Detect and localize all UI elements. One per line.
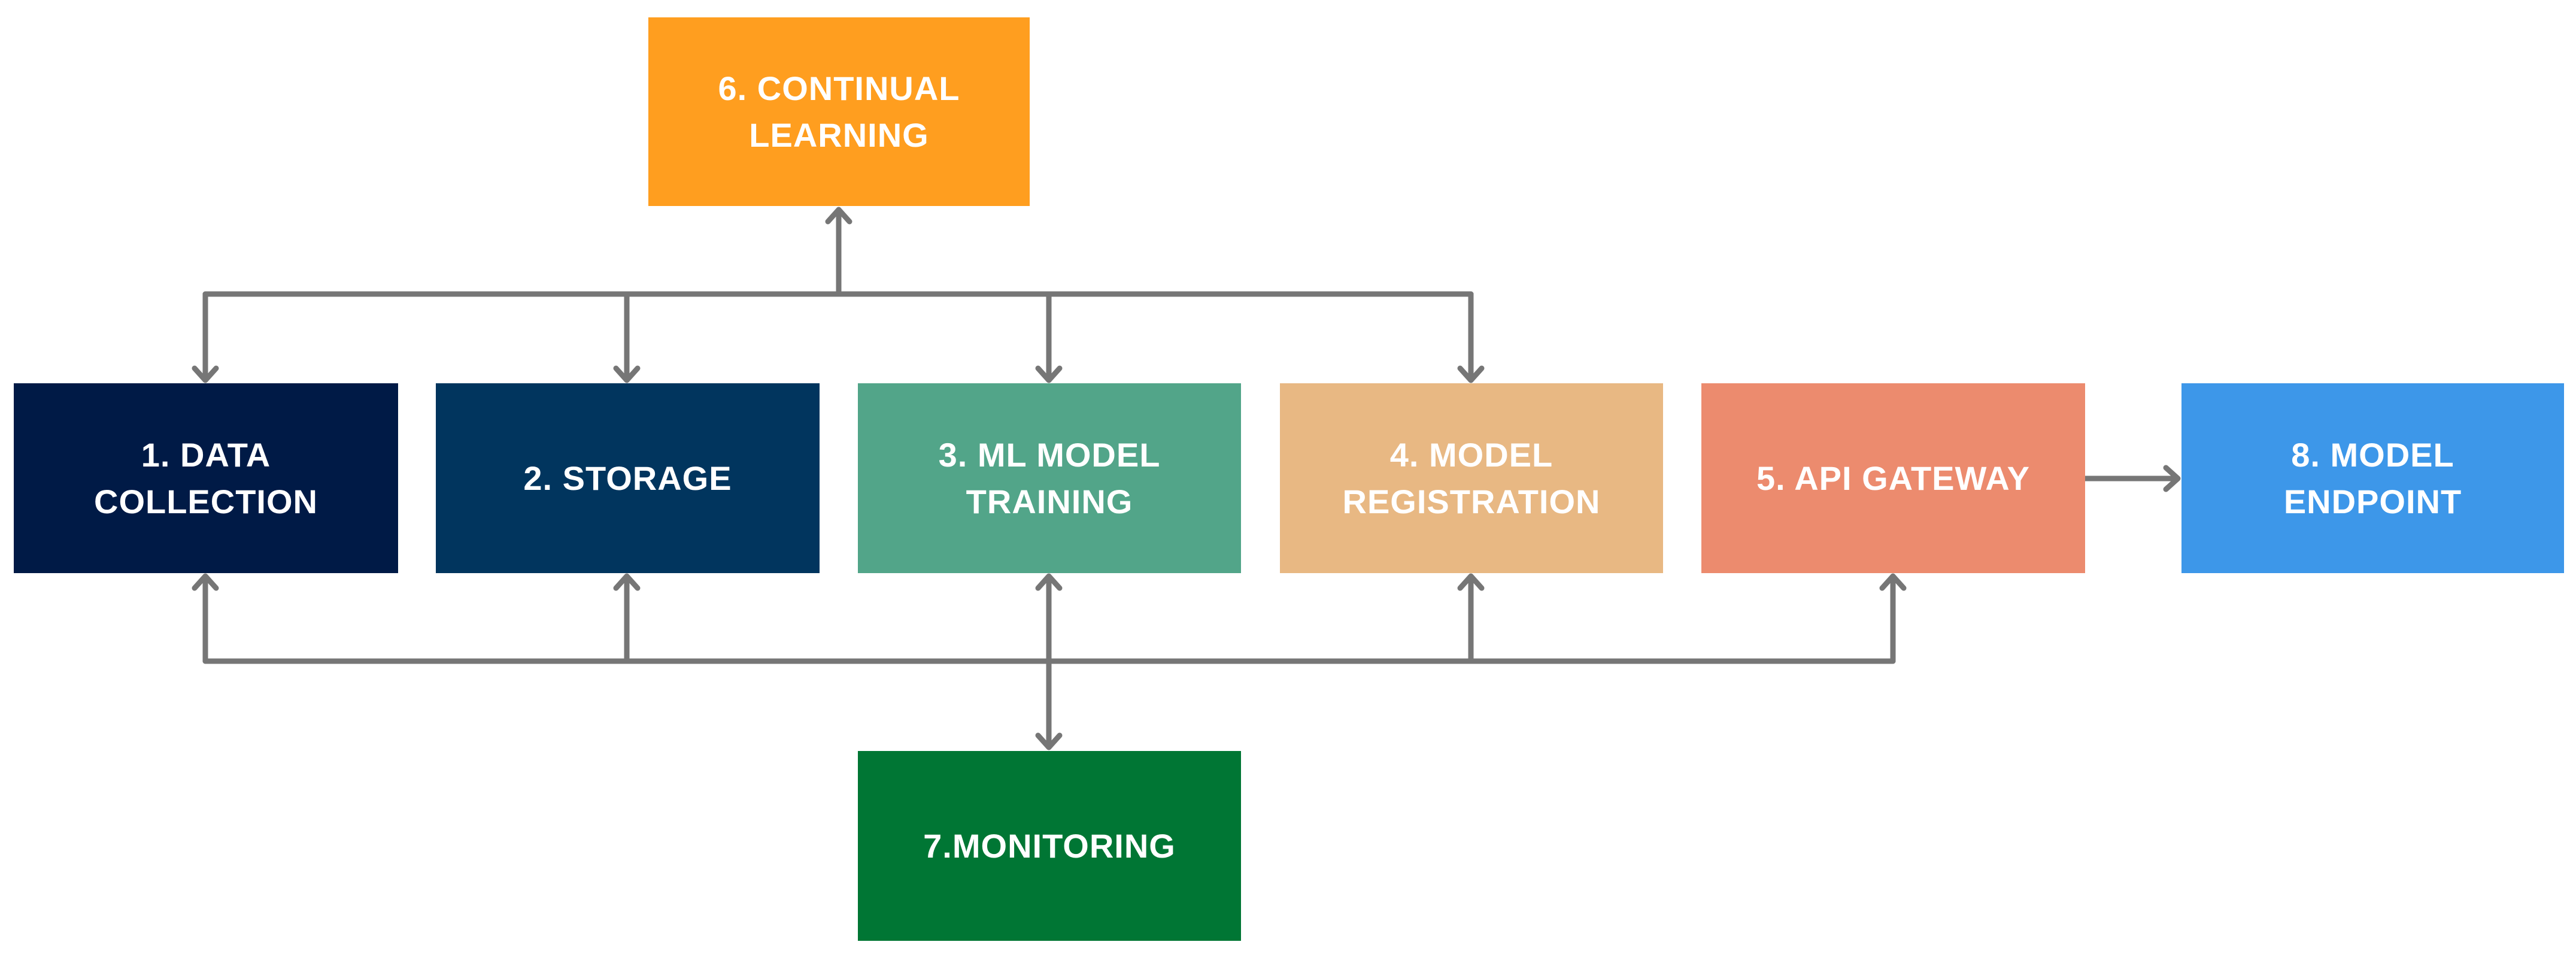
storage-box: 2. STORAGE (436, 383, 820, 573)
api-gateway-box: 5. API GATEWAY (1701, 383, 2085, 573)
continual-learning-box: 6. CONTINUAL LEARNING (648, 17, 1030, 206)
continual-learning-label: 6. CONTINUAL LEARNING (718, 69, 960, 154)
model-endpoint-arrowhead (2163, 465, 2181, 492)
model-registration-label: 4. MODEL REGISTRATION (1342, 435, 1601, 520)
model-registration-bottom-arrowhead (1457, 573, 1485, 591)
monitoring-box: 7.MONITORING (858, 751, 1241, 941)
data-collection-box: 1. DATA COLLECTION (14, 383, 398, 573)
data-collection-top-arrowhead (192, 365, 219, 383)
api-gateway-bottom-arrowhead (1879, 573, 1907, 591)
api-gateway-label: 5. API GATEWAY (1756, 459, 2030, 497)
storage-top-arrowhead (613, 365, 641, 383)
model-endpoint-label: 8. MODEL ENDPOINT (2283, 435, 2462, 520)
monitoring-arrowhead (1035, 732, 1063, 750)
data-collection-bottom-arrowhead (192, 573, 219, 591)
storage-label: 2. STORAGE (523, 459, 732, 497)
model-registration-top-arrowhead (1457, 365, 1485, 383)
model-endpoint-box: 8. MODEL ENDPOINT (2181, 383, 2564, 573)
data-collection-label: 1. DATA COLLECTION (94, 435, 318, 520)
ml-model-training-bottom-arrowhead (1035, 573, 1063, 591)
ml-model-training-top-arrowhead (1035, 365, 1063, 383)
ml-model-training-label: 3. ML MODEL TRAINING (938, 435, 1161, 520)
model-registration-box: 4. MODEL REGISTRATION (1280, 383, 1663, 573)
ml-model-training-box: 3. ML MODEL TRAINING (858, 383, 1241, 573)
monitoring-label: 7.MONITORING (923, 826, 1176, 865)
storage-bottom-arrowhead (613, 573, 641, 591)
continual-learning-arrowhead (825, 207, 852, 225)
